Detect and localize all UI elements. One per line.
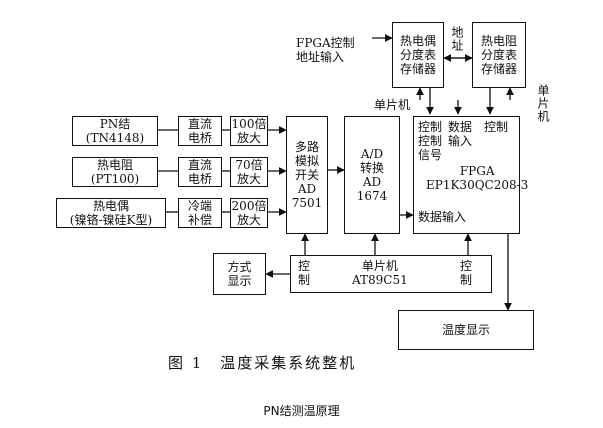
mode-display: 方式 显示 — [213, 253, 266, 295]
mcu-control-left-label: 控 制 — [298, 259, 311, 287]
rtd-table-memory: 热电阻 分度表 存储器 — [472, 22, 526, 88]
fpga-address-input-label: FPGA控制 地址输入 — [296, 36, 355, 64]
fpga-data-input-top-label: 数据 输入 — [448, 120, 473, 148]
pn-junction-sensor: PN结 (TN4148) — [72, 116, 158, 146]
mcu-label-top: 单片机 — [374, 98, 411, 112]
thermocouple-table-memory: 热电偶 分度表 存储器 — [392, 22, 444, 88]
amplifier-100x: 100倍 放大 — [230, 116, 268, 146]
fpga-control-right-label: 控制 — [484, 120, 509, 134]
fpga-block — [413, 116, 520, 234]
mcu-block — [290, 255, 492, 293]
analog-multiplexer: 多路 模拟 开关 AD 7501 — [286, 116, 328, 234]
mcu-label-right: 单片机 — [536, 84, 550, 123]
cold-junction-compensation: 冷端 补偿 — [178, 198, 222, 228]
mcu-control-right-label: 控 制 — [460, 259, 473, 287]
address-label: 地址 — [450, 26, 464, 52]
fpga-chip-name: FPGA EP1K30QC208-3 — [426, 164, 529, 192]
amplifier-70x: 70倍 放大 — [230, 157, 268, 187]
thermocouple-sensor: 热电偶 (镍铬-镍硅K型) — [56, 198, 166, 228]
fpga-control-signal-label: 控制 控制 信号 — [418, 120, 443, 162]
temperature-display: 温度显示 — [398, 310, 534, 350]
ad-converter: A/D 转换 AD 1674 — [344, 116, 400, 234]
figure-title: 图 1 温度采集系统整机 — [168, 354, 357, 372]
image-caption: PN结测温原理 — [263, 404, 340, 418]
amplifier-200x: 200倍 放大 — [230, 198, 268, 228]
dc-bridge-2: 直流 电桥 — [178, 157, 222, 187]
rtd-sensor: 热电阻 (PT100) — [72, 157, 158, 187]
dc-bridge-1: 直流 电桥 — [178, 116, 222, 146]
fpga-data-input-label: 数据输入 — [418, 210, 467, 224]
mcu-chip-name: 单片机 AT89C51 — [352, 259, 408, 287]
